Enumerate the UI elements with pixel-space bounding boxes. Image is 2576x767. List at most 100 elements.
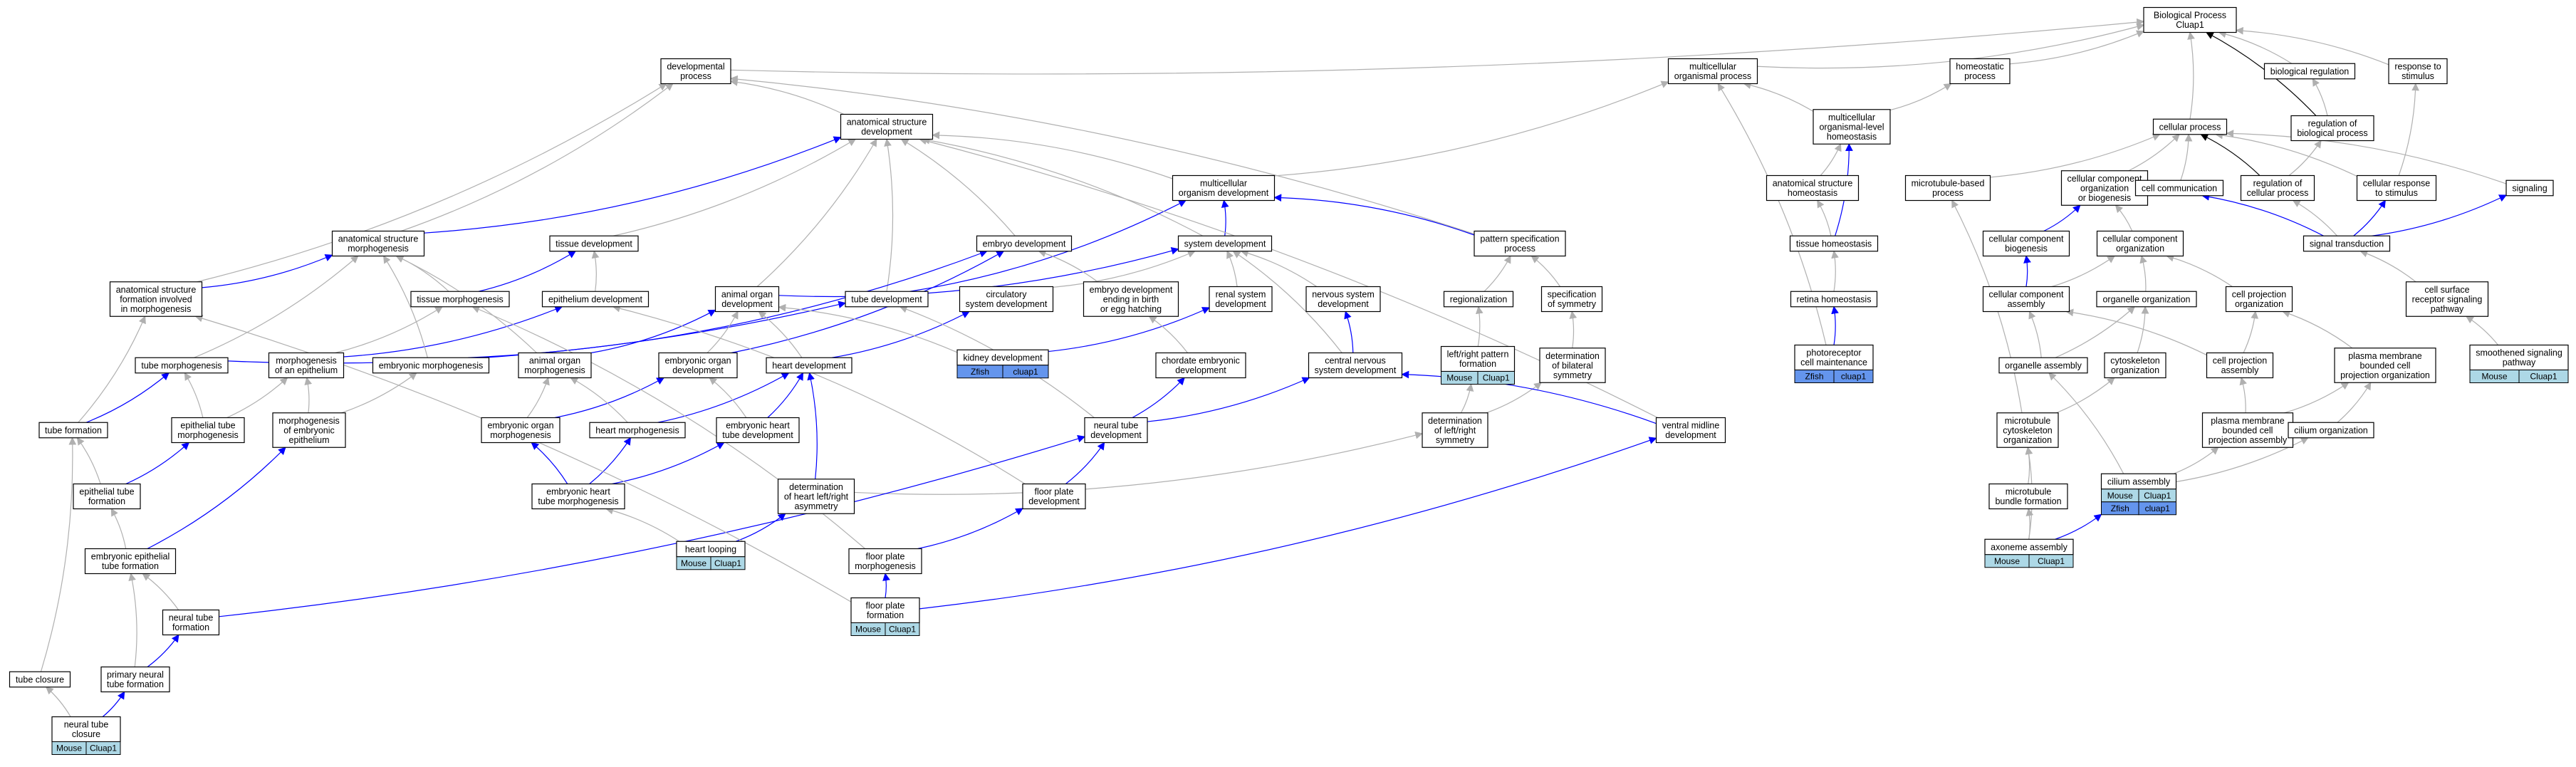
relation-edge-is-a [884,138,894,292]
go-term-label: of heart left/right [784,491,849,501]
go-term-box [2405,281,2489,317]
go-term-node[interactable]: signaling [2505,179,2554,197]
go-term-node[interactable]: cellular process [2152,118,2228,135]
relation-edge-is-a [2173,447,2219,474]
go-term-box [84,548,177,575]
go-term-node[interactable]: cilium organization [2288,422,2374,439]
go-term-label: asymmetry [794,501,838,511]
go-term-node[interactable]: signal transduction [2303,235,2391,252]
go-term-node[interactable]: heart development [766,357,852,374]
go-term-label: morphogenesis [524,365,585,375]
go-term-node[interactable]: epithelium development [541,291,650,308]
go-term-label: cytoskeleton [2110,356,2160,366]
go-term-node[interactable]: organelle assembly [1998,357,2088,374]
go-term-node[interactable]: heart morphogenesis [589,422,686,439]
go-term-node[interactable]: system development [1177,235,1273,252]
relation-edge-part-of [147,634,179,667]
go-term-node[interactable]: tube closure [9,671,71,688]
go-term-node[interactable]: tube development [845,291,929,308]
go-term-node[interactable]: tissue homeostasis [1789,235,1879,252]
go-term-node[interactable]: tissue morphogenesis [410,291,510,308]
go-term-node[interactable]: biological regulation [2263,63,2356,80]
go-term-node[interactable]: tube formation [38,422,108,439]
go-term-node[interactable]: retina homeostasis [1790,291,1878,308]
go-term-label: multicellular [1200,179,1247,189]
go-term-node[interactable]: cell communication [2134,179,2224,197]
go-term-node[interactable]: tissue development [549,235,639,252]
go-term-node[interactable]: embryo development [976,235,1073,252]
go-term-node[interactable]: tube morphogenesis [135,357,229,374]
go-term-box [2143,6,2237,33]
go-term-node[interactable]: organelle organization [2096,291,2197,308]
annotation-cell [2028,554,2074,568]
go-term-node[interactable]: regionalization [1443,291,1514,308]
go-term-node[interactable]: embryonic morphogenesis [372,357,490,374]
go-term-box [658,352,738,379]
